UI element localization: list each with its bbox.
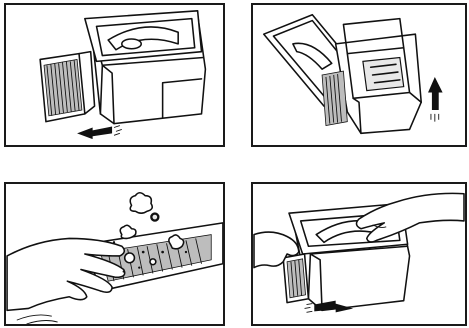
hand [7,238,125,324]
filter-cartridge [283,254,308,303]
step-4-illustration [253,184,465,324]
step-3-panel-clean-filter [4,182,225,326]
dust-container [85,11,206,124]
step-2-panel-open-lid [251,3,467,147]
step-1-panel-remove-filter [4,3,225,147]
step-3-illustration [6,184,223,324]
step-1-illustration [6,5,223,145]
filter-cartridge [40,52,94,122]
arrow-up-icon [428,77,443,122]
step-2-illustration [253,5,465,145]
filter-cartridge [322,71,347,125]
arrow-left-icon [77,126,122,140]
hand-right [357,193,465,242]
dust-container [336,19,422,134]
step-4-panel-reinsert-filter [251,182,467,326]
